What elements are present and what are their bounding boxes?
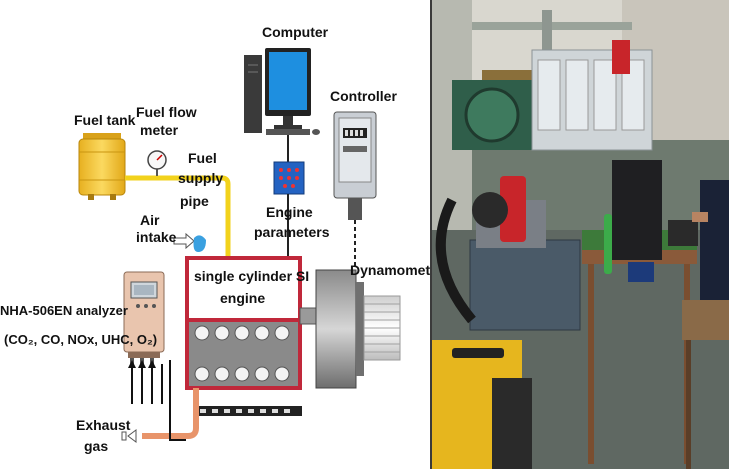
fuel-flow-meter-label-line-2: meter [140, 122, 179, 138]
engine-label-line-1: single cylinder SI [194, 268, 310, 284]
exhaust-arrow-icon [127, 429, 137, 443]
fuel-supply-pipe-label-line-3: pipe [180, 193, 209, 209]
sampling-lines [131, 360, 186, 441]
exhaust-gas-label-line-1: Exhaust [76, 417, 131, 433]
data-acquisition-box [273, 161, 305, 195]
test-bench-photo-illustration [432, 0, 729, 469]
engine-parameters-label-line-1: Engine [266, 204, 313, 220]
exhaust-pipe [142, 388, 199, 439]
computer-label: Computer [262, 24, 329, 40]
gas-analyzer-icon [123, 271, 165, 364]
fuel-supply-pipe-label-line-1: Fuel [188, 150, 217, 166]
air-intake-label-line-1: Air [140, 212, 160, 228]
fuel-supply-pipe-label-line-2: supply [178, 170, 224, 186]
controller-icon [333, 111, 377, 220]
fuel-flow-meter-gauge-icon [147, 150, 167, 176]
experimental-setup-diagram: Computer Controller Fuel tank Fuel flow … [0, 24, 444, 454]
computer-icon [244, 48, 320, 135]
exhaust-gas-label-line-2: gas [84, 438, 109, 454]
dynamometer-icon [315, 269, 401, 389]
engine-parameters-label-line-2: parameters [254, 224, 330, 240]
engine-block [185, 256, 302, 390]
air-intake-label-line-2: intake [136, 229, 177, 245]
engine-base-rail [194, 406, 302, 416]
fuel-tank-label: Fuel tank [74, 112, 136, 128]
air-intake-icon [173, 232, 206, 252]
analyzer-label-line-2: (CO₂, CO, NOx, UHC, O₂) [4, 332, 158, 347]
fuel-supply-pipe [125, 175, 231, 262]
diagram-graphics [78, 48, 401, 443]
panel-divider [430, 0, 432, 469]
fuel-flow-meter-label-line-1: Fuel flow [136, 104, 197, 120]
dynamometer-label: Dynamometer [350, 262, 444, 278]
test-bench-photo [432, 0, 729, 469]
analyzer-label-line-1: NHA-506EN analyzer [0, 303, 128, 318]
controller-label: Controller [330, 88, 397, 104]
fuel-tank [78, 133, 126, 200]
engine-label-line-2: engine [220, 290, 266, 306]
